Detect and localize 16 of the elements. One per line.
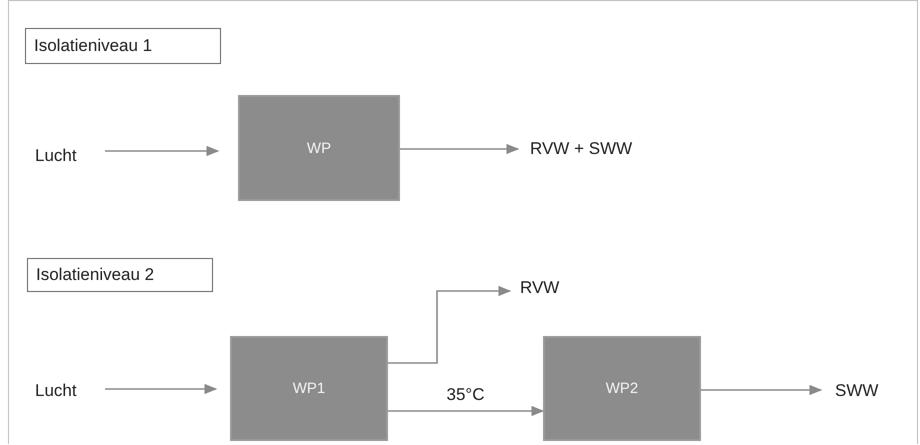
arrow bbox=[400, 144, 520, 154]
flow-label: Lucht bbox=[35, 143, 105, 169]
heading-box: Isolatieniveau 2 bbox=[27, 258, 213, 292]
flow-label: RVW + SWW bbox=[530, 136, 660, 162]
process-box: WP1 bbox=[230, 336, 388, 441]
arrow bbox=[701, 384, 822, 396]
process-box: WP bbox=[238, 95, 400, 201]
arrow bbox=[105, 146, 220, 156]
arrow bbox=[105, 384, 218, 394]
flow-label: SWW bbox=[835, 378, 895, 404]
heading-box: Isolatieniveau 1 bbox=[25, 28, 221, 64]
arrow bbox=[388, 286, 512, 364]
arrow bbox=[388, 406, 544, 416]
flow-label: RVW bbox=[520, 275, 580, 301]
process-box: WP2 bbox=[543, 336, 701, 441]
flow-label: Lucht bbox=[35, 378, 105, 404]
